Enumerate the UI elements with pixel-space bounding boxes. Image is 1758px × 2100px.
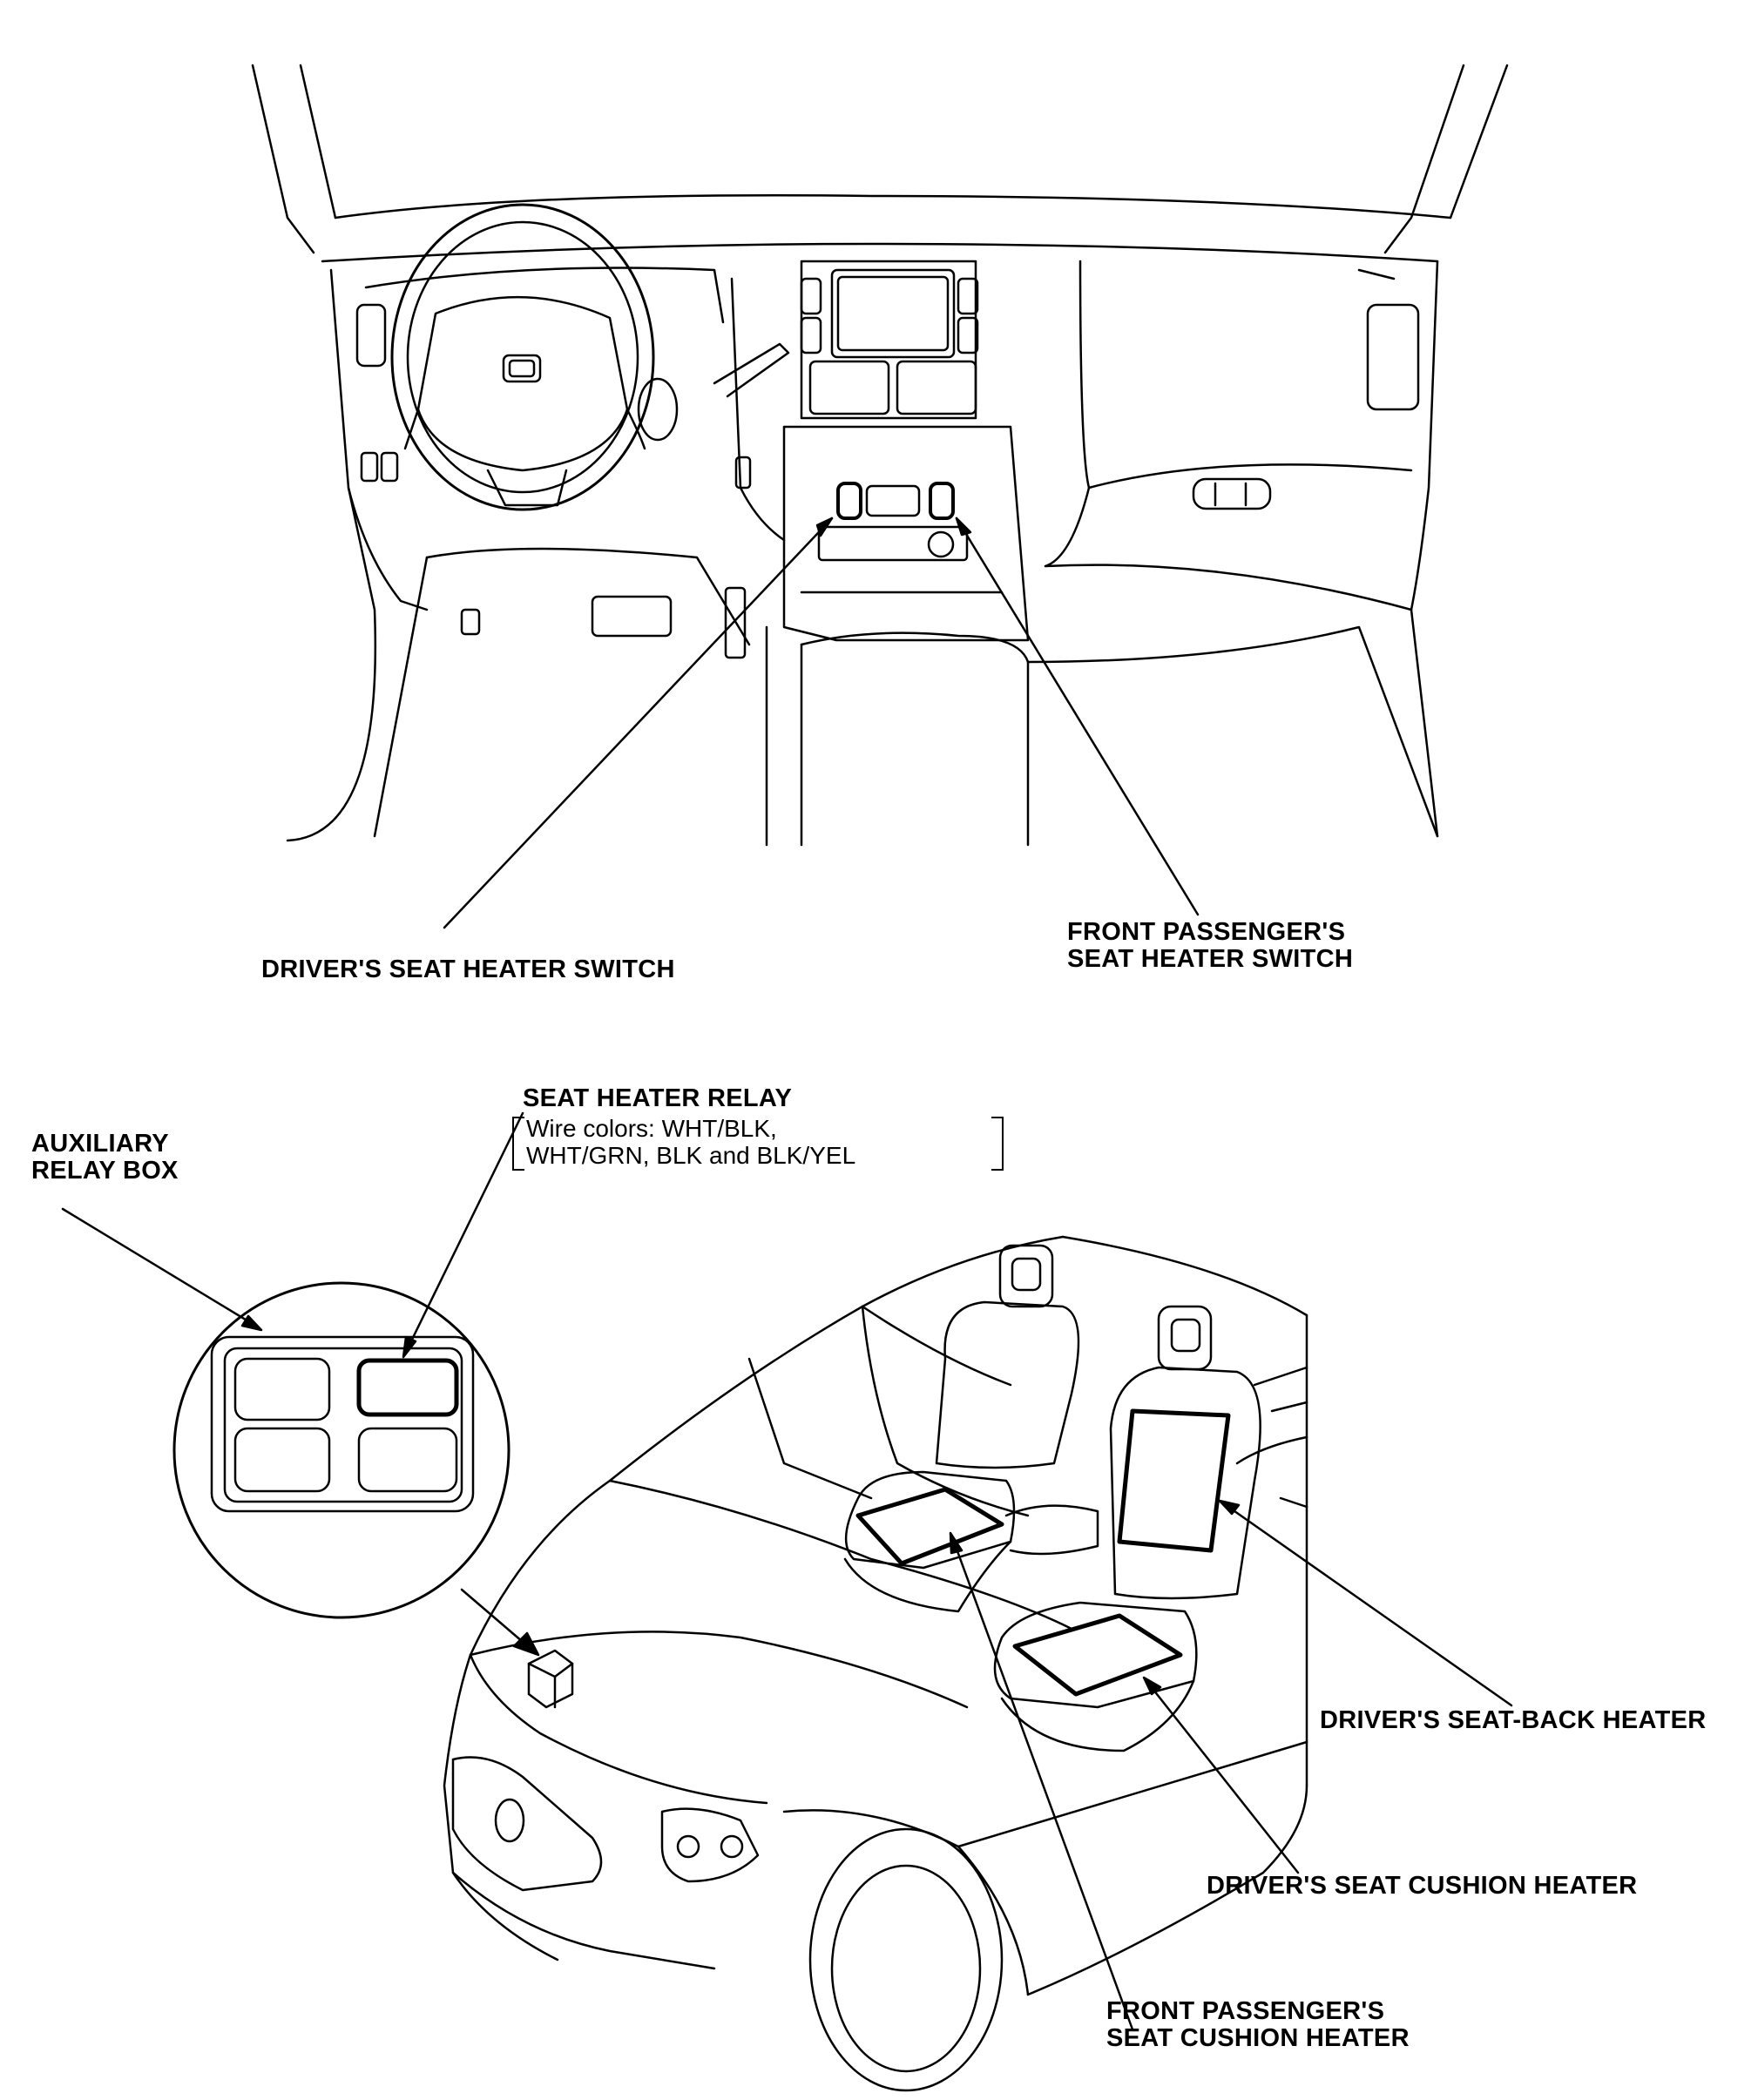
label-line: SEAT CUSHION HEATER — [1106, 2024, 1410, 2052]
vehicle-illustration — [172, 1235, 1308, 2092]
label-driver-seat-back-heater: DRIVER'S SEAT-BACK HEATER — [1320, 1706, 1707, 1734]
switch-leader-lines — [443, 517, 1200, 929]
label-line: AUXILIARY — [31, 1130, 169, 1158]
dashboard-illustration — [251, 64, 1509, 847]
label-line: FRONT PASSENGER'S — [1067, 918, 1346, 946]
bracket-right — [991, 1117, 1004, 1171]
wire-colors-note: Wire colors: WHT/BLK, WHT/GRN, BLK and B… — [526, 1115, 855, 1169]
label-seat-heater-relay: SEAT HEATER RELAY — [523, 1084, 793, 1112]
vehicle-leader-lines — [61, 1111, 1513, 2031]
label-driver-seat-cushion-heater: DRIVER'S SEAT CUSHION HEATER — [1207, 1872, 1638, 1900]
label-line: SEAT HEATER SWITCH — [1067, 945, 1354, 973]
label-driver-seat-heater-switch: DRIVER'S SEAT HEATER SWITCH — [261, 955, 675, 983]
bracket-left — [512, 1117, 524, 1171]
note-line: Wire colors: WHT/BLK, — [526, 1115, 777, 1142]
label-front-passenger-seat-heater-switch: FRONT PASSENGER'S SEAT HEATER SWITCH — [1067, 919, 1353, 973]
label-line: RELAY BOX — [31, 1157, 179, 1185]
label-front-passenger-seat-cushion-heater: FRONT PASSENGER'S SEAT CUSHION HEATER — [1106, 1998, 1410, 2052]
label-auxiliary-relay-box: AUXILIARY RELAY BOX — [31, 1131, 179, 1185]
note-line: WHT/GRN, BLK and BLK/YEL — [526, 1142, 856, 1169]
label-line: FRONT PASSENGER'S — [1106, 1997, 1385, 2025]
